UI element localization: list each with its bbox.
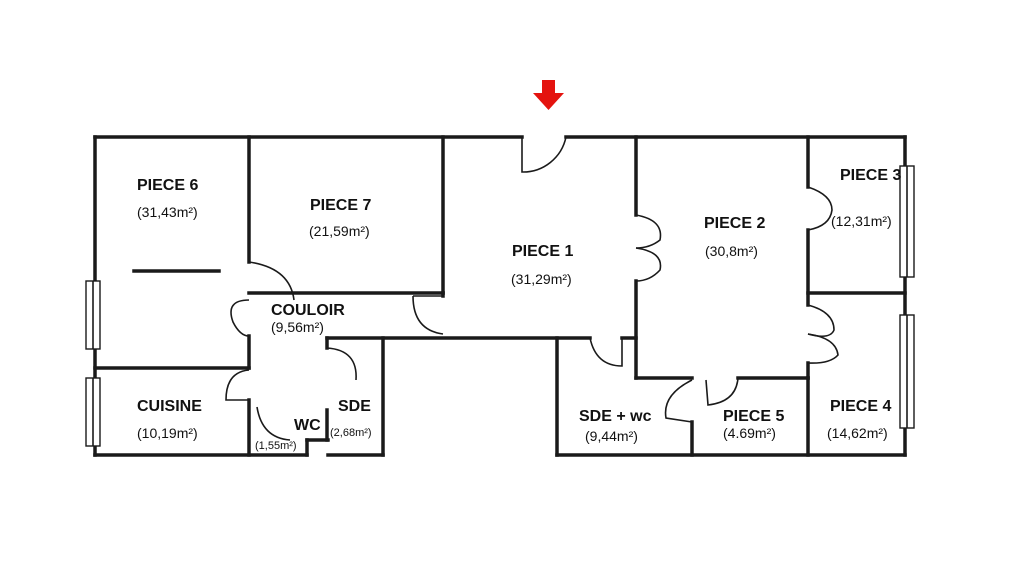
room-name: PIECE 5 — [723, 408, 784, 425]
room-area: (9,44m²) — [585, 428, 638, 444]
room-area: (2,68m²) — [330, 427, 372, 439]
room-piece4: PIECE 4 (14,62m²) — [827, 398, 891, 441]
room-name: PIECE 2 — [704, 215, 765, 232]
room-name: CUISINE — [137, 398, 202, 415]
entrance-arrow-icon — [533, 80, 564, 110]
room-area: (9,56m²) — [271, 319, 324, 335]
room-name: COULOIR — [271, 302, 345, 319]
room-area: (31,29m²) — [511, 271, 572, 287]
room-name: PIECE 1 — [512, 243, 573, 260]
room-piece6: PIECE 6 (31,43m²) — [137, 177, 198, 220]
room-cuisine: CUISINE (10,19m²) — [137, 398, 202, 441]
room-wc: WC (1,55m²) — [255, 417, 321, 452]
room-name: PIECE 6 — [137, 177, 198, 194]
room-area: (14,62m²) — [827, 425, 888, 441]
room-piece1: PIECE 1 (31,29m²) — [511, 243, 573, 287]
room-sde: SDE (2,68m²) — [330, 398, 372, 439]
doors — [225, 136, 839, 441]
room-name: WC — [294, 417, 321, 434]
room-name: SDE + wc — [579, 408, 652, 425]
room-name: SDE — [338, 398, 371, 415]
room-name: PIECE 7 — [310, 197, 371, 214]
room-area: (12,31m²) — [831, 213, 892, 229]
room-area: (30,8m²) — [705, 243, 758, 259]
room-piece2: PIECE 2 (30,8m²) — [704, 215, 765, 259]
room-couloir: COULOIR (9,56m²) — [271, 302, 345, 335]
room-area: (1,55m²) — [255, 440, 297, 452]
room-piece3: PIECE 3 (12,31m²) — [831, 167, 901, 229]
room-piece5: PIECE 5 (4.69m²) — [723, 408, 784, 441]
room-area: (10,19m²) — [137, 425, 198, 441]
room-area: (21,59m²) — [309, 223, 370, 239]
room-area: (4.69m²) — [723, 425, 776, 441]
room-area: (31,43m²) — [137, 204, 198, 220]
room-name: PIECE 3 — [840, 167, 901, 184]
room-name: PIECE 4 — [830, 398, 891, 415]
walls — [93, 135, 907, 457]
room-sde-wc: SDE + wc (9,44m²) — [579, 408, 652, 444]
windows — [85, 165, 915, 447]
room-piece7: PIECE 7 (21,59m²) — [309, 197, 371, 239]
